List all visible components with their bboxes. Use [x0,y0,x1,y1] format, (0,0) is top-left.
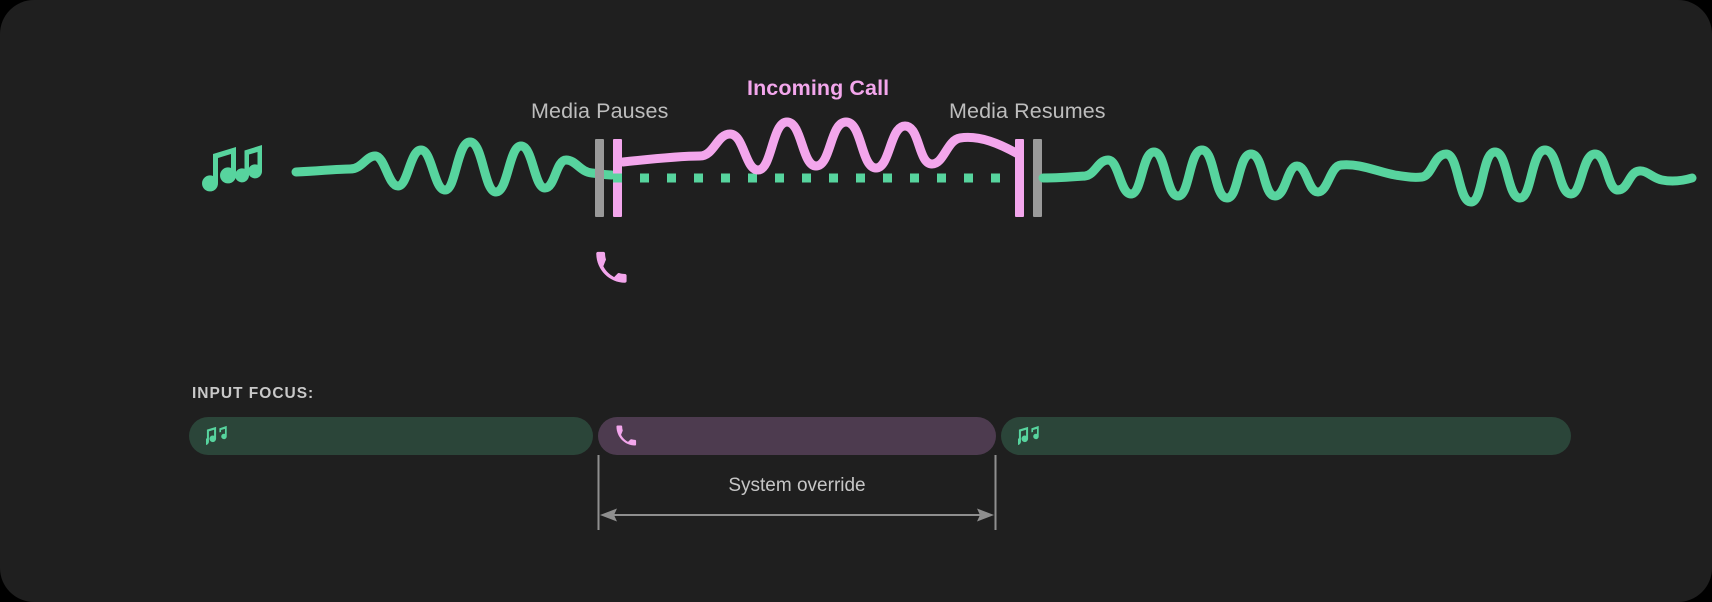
system-override-label: System override [728,475,866,496]
phone-handset-icon-timeline [594,251,628,285]
resume-marker-gray [1033,139,1042,217]
label-incoming-call: Incoming Call [747,76,890,100]
phone-handset-icon [616,425,637,446]
resume-marker-pink [1015,139,1024,217]
override-arrow-head-right [977,508,994,522]
system-override-bracket: System override [0,455,1712,530]
music-notes-icon [206,425,227,445]
timeline-waveform [0,110,1712,230]
waveform-call-interrupt [618,117,1023,175]
music-notes-icon [1018,425,1039,445]
override-arrow-head-left [600,508,617,522]
focus-bar-media-1[interactable] [189,417,593,455]
pause-marker-gray [595,139,604,217]
input-focus-title: INPUT FOCUS: [192,385,315,402]
focus-bar-call[interactable] [598,417,996,455]
label-media-pauses: Media Pauses [531,99,669,123]
focus-bar-media-2[interactable] [1001,417,1571,455]
waveform-media-after [1038,145,1697,207]
music-notes-icon [202,145,263,192]
waveform-media-before [291,137,617,197]
label-media-resumes: Media Resumes [949,99,1106,123]
